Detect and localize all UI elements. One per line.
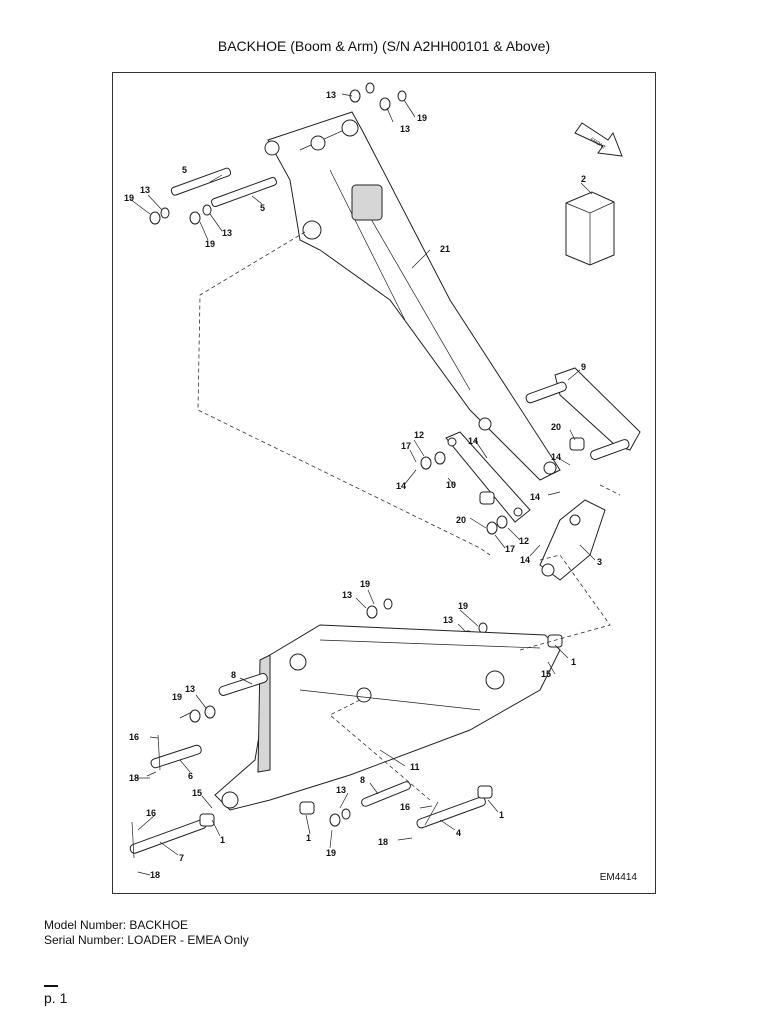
page-number: p. 1	[44, 990, 68, 1006]
callout-13: 13	[400, 124, 410, 134]
callout-13: 13	[336, 785, 346, 795]
callout-19: 19	[458, 601, 468, 611]
callout-20: 20	[551, 422, 561, 432]
callout-6: 6	[188, 771, 193, 781]
callout-labels: 13 19 13 5 19 13 5 19 13 2 21 9 20 12 17…	[124, 90, 602, 880]
callout-14: 14	[530, 492, 540, 502]
part-2-box	[565, 191, 615, 266]
diagram-frame: EM4414	[112, 72, 656, 894]
callout-19: 19	[326, 848, 336, 858]
callout-10: 10	[446, 480, 456, 490]
callout-16: 16	[400, 802, 410, 812]
callout-18: 18	[150, 870, 160, 880]
callout-9: 9	[581, 362, 586, 372]
boom-part-21	[264, 111, 561, 481]
callout-14: 14	[396, 481, 406, 491]
callout-1: 1	[499, 810, 504, 820]
callout-19: 19	[360, 579, 370, 589]
callout-19: 19	[124, 193, 134, 203]
bracket-part-3	[539, 499, 606, 581]
page-divider	[44, 985, 58, 987]
callout-13: 13	[443, 615, 453, 625]
model-info: Model Number: BACKHOE Serial Number: LOA…	[44, 918, 249, 948]
callout-13: 13	[185, 684, 195, 694]
diagram-code: EM4414	[599, 872, 637, 883]
callout-5: 5	[260, 203, 265, 213]
link-part-9	[525, 367, 641, 460]
callout-13: 13	[140, 185, 150, 195]
callout-21: 21	[440, 244, 450, 254]
callout-3: 3	[597, 557, 602, 567]
callout-16: 16	[129, 732, 139, 742]
model-number: Model Number: BACKHOE	[44, 918, 189, 932]
callout-13: 13	[342, 590, 352, 600]
callout-11: 11	[410, 762, 420, 772]
callout-18: 18	[378, 837, 388, 847]
callout-8: 8	[360, 775, 365, 785]
callout-19: 19	[172, 692, 182, 702]
pin-part-5	[170, 167, 277, 208]
callout-17: 17	[401, 441, 411, 451]
callout-18: 18	[129, 773, 139, 783]
callout-12: 12	[519, 536, 529, 546]
callout-15: 15	[541, 669, 551, 679]
callout-14: 14	[551, 452, 561, 462]
callout-15: 15	[192, 788, 202, 798]
callout-1: 1	[306, 833, 311, 843]
callout-2: 2	[581, 174, 586, 184]
callout-1: 1	[220, 835, 225, 845]
serial-number: Serial Number: LOADER - EMEA Only	[44, 933, 249, 947]
callout-17: 17	[505, 544, 515, 554]
callout-19: 19	[205, 239, 215, 249]
arm-part-11	[214, 624, 561, 811]
callout-7: 7	[179, 853, 184, 863]
callout-16: 16	[146, 808, 156, 818]
callout-20: 20	[456, 515, 466, 525]
callout-14: 14	[520, 555, 530, 565]
callout-4: 4	[456, 828, 461, 838]
leader-lines	[129, 93, 596, 876]
page-title: BACKHOE (Boom & Arm) (S/N A2HH00101 & Ab…	[217, 38, 551, 54]
callout-1: 1	[571, 657, 576, 667]
callout-12: 12	[414, 430, 424, 440]
link-part-10	[445, 431, 531, 523]
callout-8: 8	[231, 670, 236, 680]
callout-13: 13	[326, 90, 336, 100]
callout-5: 5	[182, 165, 187, 175]
callout-13: 13	[222, 228, 232, 238]
pins-lower	[129, 634, 563, 859]
dashed-assembly-lines	[197, 231, 621, 801]
callout-14: 14	[468, 436, 478, 446]
callout-19: 19	[417, 113, 427, 123]
